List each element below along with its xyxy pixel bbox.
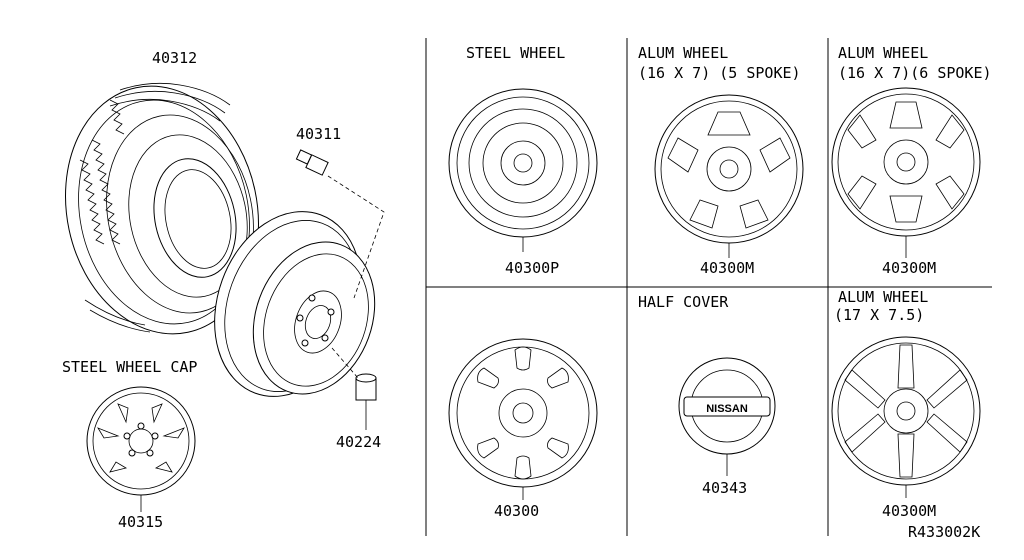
alum17-title-line2: (17 X 7.5) (834, 306, 924, 324)
valve-stem-illustration (295, 149, 385, 299)
steel-wheel-title: STEEL WHEEL (466, 44, 565, 62)
alum5-title-line2: (16 X 7) (5 SPOKE) (638, 64, 801, 82)
steel-wheel-part-label: 40300P (505, 259, 559, 277)
grid-lines (425, 38, 992, 536)
alum17-title-line1: ALUM WHEEL (838, 288, 928, 306)
valve-part-label: 40311 (296, 125, 341, 143)
steel-wheel-40300-illustration (448, 338, 598, 500)
alum6-part-label: 40300M (882, 259, 936, 277)
alum-wheel-6spoke-illustration (831, 87, 981, 258)
nissan-badge-text: NISSAN (706, 403, 748, 415)
lug-nut-illustration (331, 347, 377, 430)
reference-code: R433002K (908, 523, 980, 541)
alum6-title-line1: ALUM WHEEL (838, 44, 928, 62)
steel-wheel-40300p-illustration (448, 88, 598, 252)
alum17-part-label: 40300M (882, 502, 936, 520)
half-cover-title: HALF COVER (638, 293, 729, 311)
cap-part-label: 40315 (118, 513, 163, 531)
tire-part-label: 40312 (152, 49, 197, 67)
cap-title: STEEL WHEEL CAP (62, 358, 197, 376)
half-cover-illustration (678, 357, 776, 476)
alum5-title-line1: ALUM WHEEL (638, 44, 728, 62)
alum5-part-label: 40300M (700, 259, 754, 277)
half-cover-part-label: 40343 (702, 479, 747, 497)
steel-wheel-illustration (214, 211, 376, 397)
alum-wheel-5spoke-illustration (654, 94, 804, 258)
steel2-part-label: 40300 (494, 502, 539, 520)
tire-illustration (65, 82, 259, 335)
alum-wheel-17in-illustration (831, 336, 981, 498)
wheel-cap-illustration (86, 386, 196, 512)
alum6-title-line2: (16 X 7)(6 SPOKE) (838, 64, 992, 82)
nut-part-label: 40224 (336, 433, 381, 451)
